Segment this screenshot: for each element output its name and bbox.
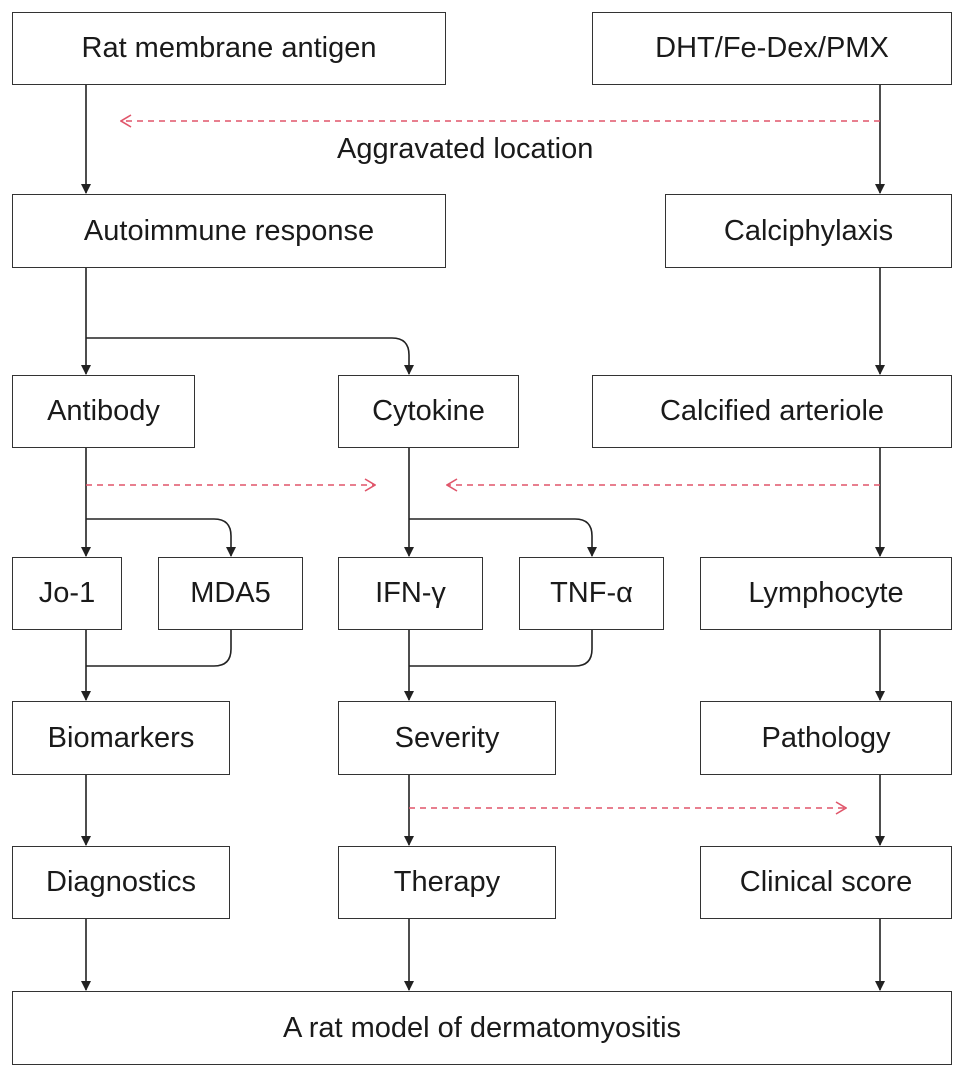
- node-jo1: Jo-1: [12, 557, 122, 630]
- node-rat-model-dermatomyositis: A rat model of dermatomyositis: [12, 991, 952, 1065]
- node-ifn-gamma: IFN-γ: [338, 557, 483, 630]
- node-diagnostics: Diagnostics: [12, 846, 230, 919]
- arrow-mda5-to-biomarkers: [86, 630, 232, 667]
- node-cytokine: Cytokine: [338, 375, 519, 448]
- node-mda5: MDA5: [158, 557, 303, 630]
- node-rat-membrane-antigen: Rat membrane antigen: [12, 12, 446, 85]
- arrow-autoimmune-to-cytokine: [86, 337, 414, 375]
- node-calcified-arteriole: Calcified arteriole: [592, 375, 952, 448]
- node-tnf-alpha: TNF-α: [519, 557, 664, 630]
- label-aggravated-location: Aggravated location: [337, 133, 594, 165]
- node-autoimmune-response: Autoimmune response: [12, 194, 446, 268]
- node-antibody: Antibody: [12, 375, 195, 448]
- node-calciphylaxis: Calciphylaxis: [665, 194, 952, 268]
- node-biomarkers: Biomarkers: [12, 701, 230, 775]
- node-clinical-score: Clinical score: [700, 846, 952, 919]
- node-pathology: Pathology: [700, 701, 952, 775]
- node-severity: Severity: [338, 701, 556, 775]
- arrow-cytokine-to-tnf: [409, 518, 597, 557]
- node-therapy: Therapy: [338, 846, 556, 919]
- node-dht-fedex-pmx: DHT/Fe-Dex/PMX: [592, 12, 952, 85]
- node-lymphocyte: Lymphocyte: [700, 557, 952, 630]
- arrow-tnf-to-severity: [409, 630, 593, 667]
- arrow-antibody-to-mda5: [86, 518, 236, 557]
